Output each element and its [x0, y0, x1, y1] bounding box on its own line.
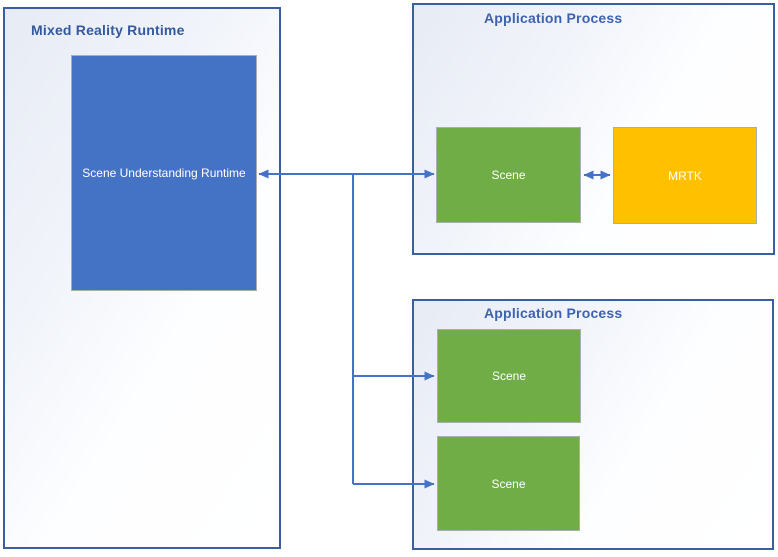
container-title-mixed-reality-runtime: Mixed Reality Runtime	[31, 22, 185, 38]
node-label-scene-middle: Scene	[491, 369, 527, 383]
node-label-scene-understanding-runtime: Scene Understanding Runtime	[82, 166, 246, 180]
node-scene-middle: Scene	[437, 329, 581, 423]
node-scene-understanding-runtime: Scene Understanding Runtime	[71, 55, 257, 291]
node-scene-top: Scene	[436, 127, 581, 223]
node-label-scene-top: Scene	[491, 168, 526, 182]
container-title-application-process-bottom: Application Process	[484, 305, 623, 321]
node-label-mrtk: MRTK	[668, 168, 702, 183]
node-label-scene-bottom: Scene	[491, 476, 526, 491]
node-scene-bottom: Scene	[437, 436, 580, 531]
node-mrtk: MRTK	[613, 127, 757, 224]
container-title-application-process-top: Application Process	[484, 10, 623, 26]
